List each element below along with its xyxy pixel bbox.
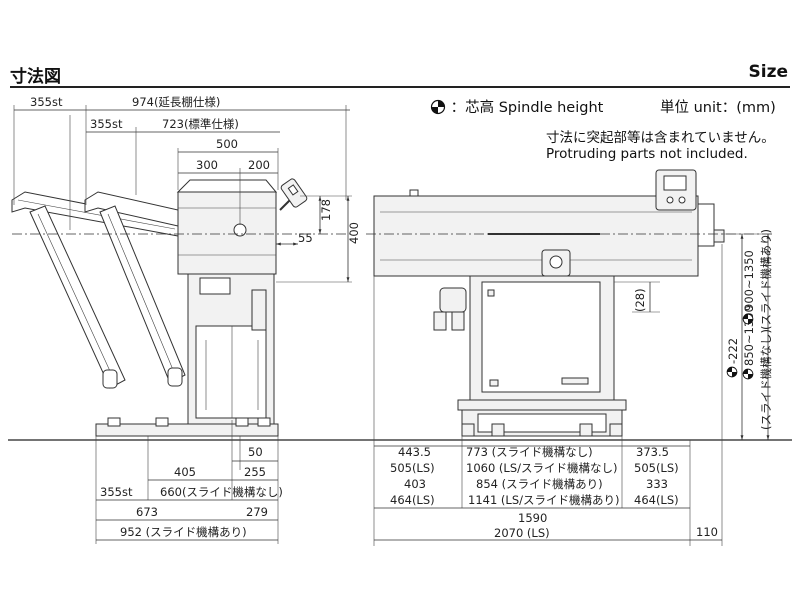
dim-55: 55 bbox=[298, 231, 313, 245]
dim-464-ls-left: 464(LS) bbox=[390, 493, 435, 507]
dim-673: 673 bbox=[136, 505, 158, 519]
spindle-height-label: ：芯高 Spindle height bbox=[450, 100, 604, 116]
control-pendant bbox=[279, 178, 308, 211]
dim-505-ls-left: 505(LS) bbox=[390, 461, 435, 475]
dim-279: 279 bbox=[246, 505, 268, 519]
dim-1060: 1060 (LS/スライド機構なし) bbox=[466, 461, 617, 475]
dim-minus-222: -222 bbox=[726, 338, 740, 364]
dim-extended-length: 974(延長棚仕様) bbox=[132, 95, 220, 109]
dim-stroke-standard: 355st bbox=[90, 117, 123, 131]
dim-405: 405 bbox=[174, 465, 196, 479]
spindle-height-icon bbox=[430, 99, 446, 115]
slide-with-note: (スライド機構あり) bbox=[759, 229, 773, 330]
side-base bbox=[95, 423, 279, 437]
dim-stroke-extended: 355st bbox=[30, 95, 63, 109]
control-panel bbox=[655, 169, 697, 211]
slide-without-label: (スライド機構なし) bbox=[759, 329, 773, 430]
dim-2070-ls: 2070 (LS) bbox=[494, 526, 550, 540]
dim-28: (28) bbox=[633, 288, 647, 312]
dim-900-1350: 900~1350 bbox=[742, 250, 756, 311]
spindle-offset: -222 bbox=[726, 338, 740, 378]
dim-333: 333 bbox=[646, 477, 668, 491]
spindle-range-with-slide: 900~1350 bbox=[742, 250, 756, 325]
unit-label: 単位 unit：(mm) bbox=[660, 100, 776, 116]
front-barrel bbox=[373, 195, 699, 277]
dim-464-ls-right: 464(LS) bbox=[634, 493, 679, 507]
dim-505-ls-right: 505(LS) bbox=[634, 461, 679, 475]
dim-178: 178 bbox=[319, 199, 333, 221]
extended-shelf-leg bbox=[29, 205, 126, 389]
spindle-height-legend: ：芯高 Spindle height bbox=[430, 96, 603, 117]
dim-400: 400 bbox=[347, 222, 361, 244]
dim-854: 854 (スライド機構あり) bbox=[476, 477, 603, 491]
dim-50: 50 bbox=[248, 445, 263, 459]
dim-255: 255 bbox=[244, 465, 266, 479]
side-view-dimensions bbox=[13, 105, 352, 544]
note-jp: 寸法に突起部等は含まれていません。 bbox=[546, 130, 775, 146]
dim-660: 660(スライド機構なし) bbox=[160, 485, 283, 499]
dim-1590: 1590 bbox=[518, 511, 547, 525]
dim-300: 300 bbox=[196, 158, 218, 172]
dim-500: 500 bbox=[216, 137, 238, 151]
front-view-dimensions bbox=[373, 233, 772, 546]
air-regulator bbox=[433, 287, 467, 331]
front-view-machine bbox=[373, 169, 725, 437]
dim-base-stroke: 355st bbox=[100, 485, 133, 499]
dim-1141: 1141 (LS/スライド機構あり) bbox=[468, 493, 619, 507]
slide-with-label: (スライド機構あり) bbox=[759, 229, 773, 330]
side-view-machine bbox=[11, 178, 308, 437]
page-title-jp: 寸法図 bbox=[10, 67, 61, 87]
dim-373-5: 373.5 bbox=[636, 445, 669, 459]
slide-without-note: (スライド機構なし) bbox=[759, 329, 773, 430]
dim-403: 403 bbox=[404, 477, 426, 491]
dim-standard-length: 723(標準仕様) bbox=[162, 117, 239, 131]
dim-773: 773 (スライド機構なし) bbox=[466, 445, 593, 459]
note-en: Protruding parts not included. bbox=[546, 146, 748, 162]
page-title-en: Size bbox=[748, 62, 789, 82]
dim-200: 200 bbox=[248, 158, 270, 172]
standard-shelf-leg bbox=[99, 205, 186, 384]
side-head-box bbox=[177, 191, 277, 275]
dim-110: 110 bbox=[696, 525, 718, 539]
dim-443-5: 443.5 bbox=[398, 445, 431, 459]
header-rule bbox=[10, 86, 790, 88]
dim-952: 952 (スライド機構あり) bbox=[120, 525, 247, 539]
